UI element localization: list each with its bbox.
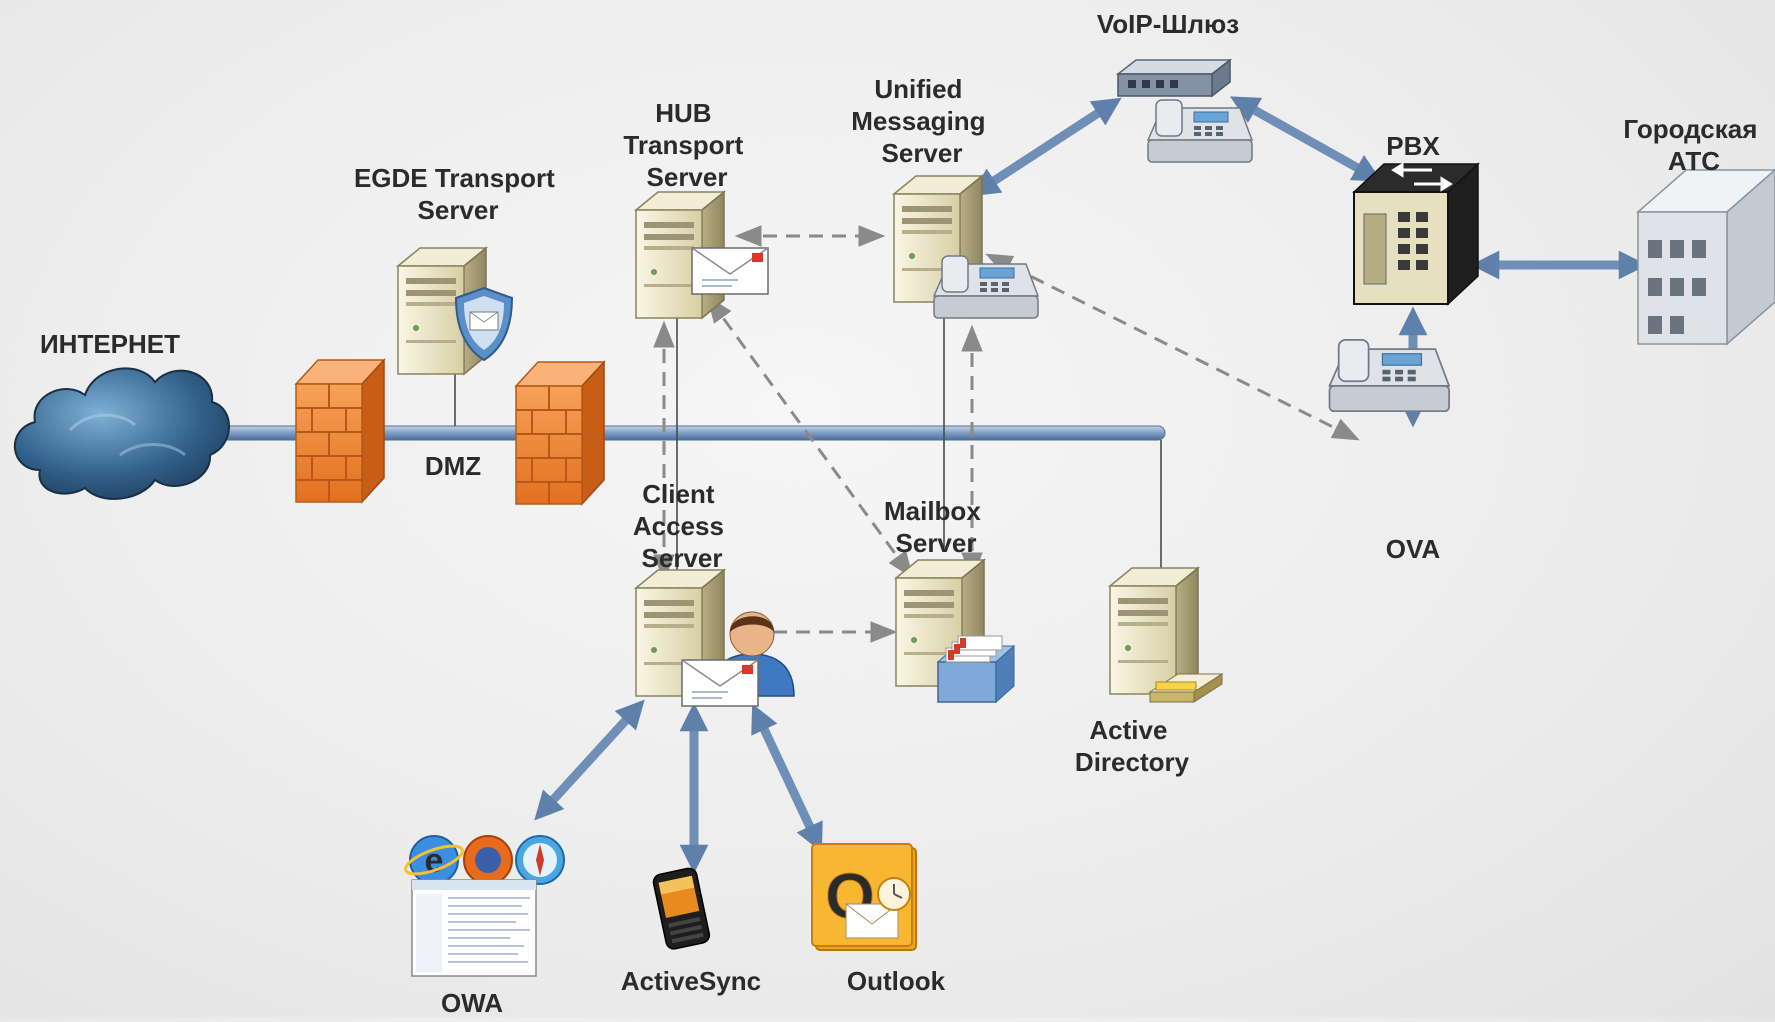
phone-icon <box>1328 339 1450 413</box>
voip-gateway-icon <box>1115 58 1233 98</box>
active-directory-label: Active Directory <box>1075 715 1190 777</box>
internet-label: ИНТЕРНЕТ <box>40 329 180 359</box>
outlook-icon: O <box>811 843 917 951</box>
envelope-icon <box>681 659 759 707</box>
owa-label: OWA <box>441 988 503 1017</box>
unified-messaging-label: Unified Messaging Server <box>851 74 993 168</box>
mailbox-tray-icon <box>936 635 1016 704</box>
firewall-icon <box>295 359 385 503</box>
svg-text:O: O <box>825 860 875 932</box>
firewall-icon <box>515 361 605 505</box>
link-um-voip <box>970 97 1122 197</box>
city-exchange-label: Городская АТС <box>1623 114 1764 176</box>
dmz-label: DMZ <box>425 451 481 481</box>
edge-transport-label: EGDE Transport Server <box>354 163 562 225</box>
owa-screenshot <box>411 879 537 977</box>
hub-transport-label: HUB Transport Server <box>623 98 750 192</box>
envelope-icon <box>691 247 769 295</box>
directory-book-icon <box>1148 673 1224 703</box>
link-cas-owa <box>534 699 645 821</box>
pbx-switch-icon <box>1352 162 1480 306</box>
solid-links <box>534 96 1648 874</box>
link-hub-mailbox <box>706 295 914 579</box>
browsers-icon: e <box>404 835 565 885</box>
client-access-label: Client Access Server <box>633 479 731 573</box>
phone-icon <box>933 255 1039 319</box>
link-voip-pbx <box>1229 96 1383 182</box>
mailbox-label: Mailbox Server <box>884 496 988 558</box>
link-um-ova <box>985 253 1360 441</box>
ova-label: OVA <box>1386 534 1441 564</box>
pbx-label: PBX <box>1386 131 1440 161</box>
cloud-icon <box>13 367 230 500</box>
shield-icon <box>454 286 514 362</box>
outlook-label: Outlook <box>847 966 946 996</box>
smartphone-icon <box>652 867 711 950</box>
backbone-drops <box>454 310 1162 576</box>
activesync-label: ActiveSync <box>621 966 761 996</box>
building-icon <box>1636 169 1775 346</box>
link-cas-outlook <box>751 703 823 853</box>
voip-gateway-label: VoIP-Шлюз <box>1097 9 1239 39</box>
phone-icon <box>1147 99 1253 163</box>
